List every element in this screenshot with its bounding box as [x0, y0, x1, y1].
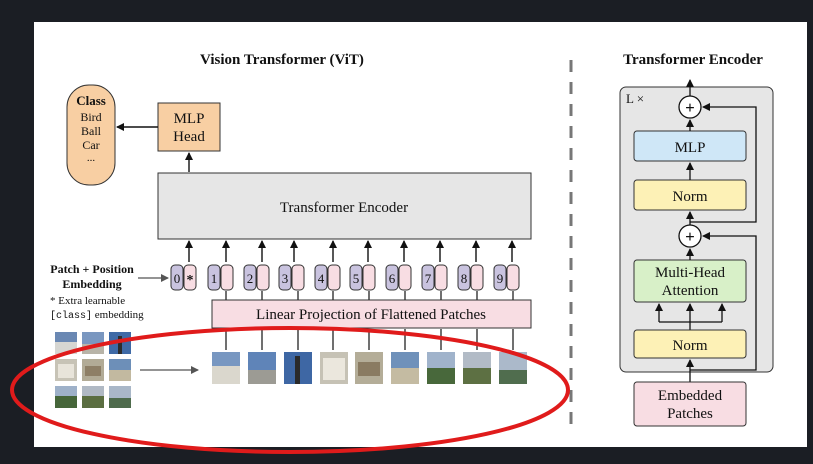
class-box-title: Class — [76, 93, 106, 108]
svg-text:4: 4 — [318, 271, 325, 286]
svg-text:1: 1 — [211, 271, 218, 286]
token-to-encoder-arrows — [185, 240, 516, 262]
extra-learnable-note: * Extra learnable — [50, 295, 125, 307]
encoder-repeat-label: L × — [626, 91, 644, 106]
class-token-marker: * — [187, 273, 194, 288]
encoder-mlp-label: MLP — [675, 140, 706, 156]
class-embedding-note: [class] embedding — [50, 309, 144, 322]
svg-text:9: 9 — [497, 271, 504, 286]
svg-text:0: 0 — [174, 271, 181, 286]
linear-projection-label: Linear Projection of Flattened Patches — [256, 307, 486, 323]
attention-label: Attention — [662, 283, 719, 299]
vit-title: Vision Transformer (ViT) — [200, 52, 364, 68]
patch-position-label: Patch + Position — [50, 262, 134, 276]
svg-text:5: 5 — [353, 271, 360, 286]
svg-text:+: + — [685, 98, 695, 117]
class-box — [66, 84, 116, 186]
svg-text:8: 8 — [461, 271, 468, 286]
token-0: 0 * — [170, 264, 197, 291]
highlight-ellipse — [10, 326, 570, 454]
token-4: 4 — [314, 264, 341, 291]
embedded-patches-box — [633, 381, 747, 427]
token-7: 7 — [421, 264, 448, 291]
class-item: ... — [87, 152, 96, 164]
mlp-head-box — [157, 102, 221, 152]
token-5: 5 — [349, 264, 376, 291]
class-item: Car — [82, 138, 99, 152]
transformer-encoder-box — [157, 172, 532, 240]
encoder-norm-top-label: Norm — [673, 189, 708, 205]
mlp-head-label: Head — [173, 129, 205, 145]
residual-skip-top — [690, 103, 757, 223]
svg-text:3: 3 — [282, 271, 289, 286]
projection-to-token-lines — [225, 291, 514, 300]
transformer-encoder-label: Transformer Encoder — [280, 200, 408, 216]
class-item: Ball — [81, 124, 102, 138]
token-3: 3 — [278, 264, 305, 291]
qkv-arrows — [655, 303, 726, 330]
svg-text:6: 6 — [389, 271, 396, 286]
svg-text:2: 2 — [247, 271, 254, 286]
patch-position-label: Embedding — [62, 277, 121, 291]
token-8: 8 — [457, 264, 484, 291]
token-9: 9 — [493, 264, 520, 291]
encoder-detail-title: Transformer Encoder — [623, 52, 763, 68]
patch-to-projection-lines — [225, 329, 514, 350]
embedded-patches-label: Patches — [667, 406, 713, 422]
token-1: 1 — [207, 264, 234, 291]
attention-label: Multi-Head — [655, 265, 725, 281]
mlp-head-label: MLP — [174, 111, 205, 127]
token-2: 2 — [243, 264, 270, 291]
svg-text:+: + — [685, 227, 695, 246]
encoder-norm-bottom-label: Norm — [673, 338, 708, 354]
embedded-patches-label: Embedded — [658, 388, 723, 404]
linear-projection-box — [211, 299, 532, 329]
residual-skip-bottom — [690, 232, 757, 371]
class-item: Bird — [80, 110, 101, 124]
flattened-patch-sequence — [212, 352, 527, 384]
svg-text:7: 7 — [425, 271, 432, 286]
input-image-patch-grid — [55, 332, 131, 408]
token-6: 6 — [385, 264, 412, 291]
encoder-norm-bottom-box — [633, 329, 747, 359]
